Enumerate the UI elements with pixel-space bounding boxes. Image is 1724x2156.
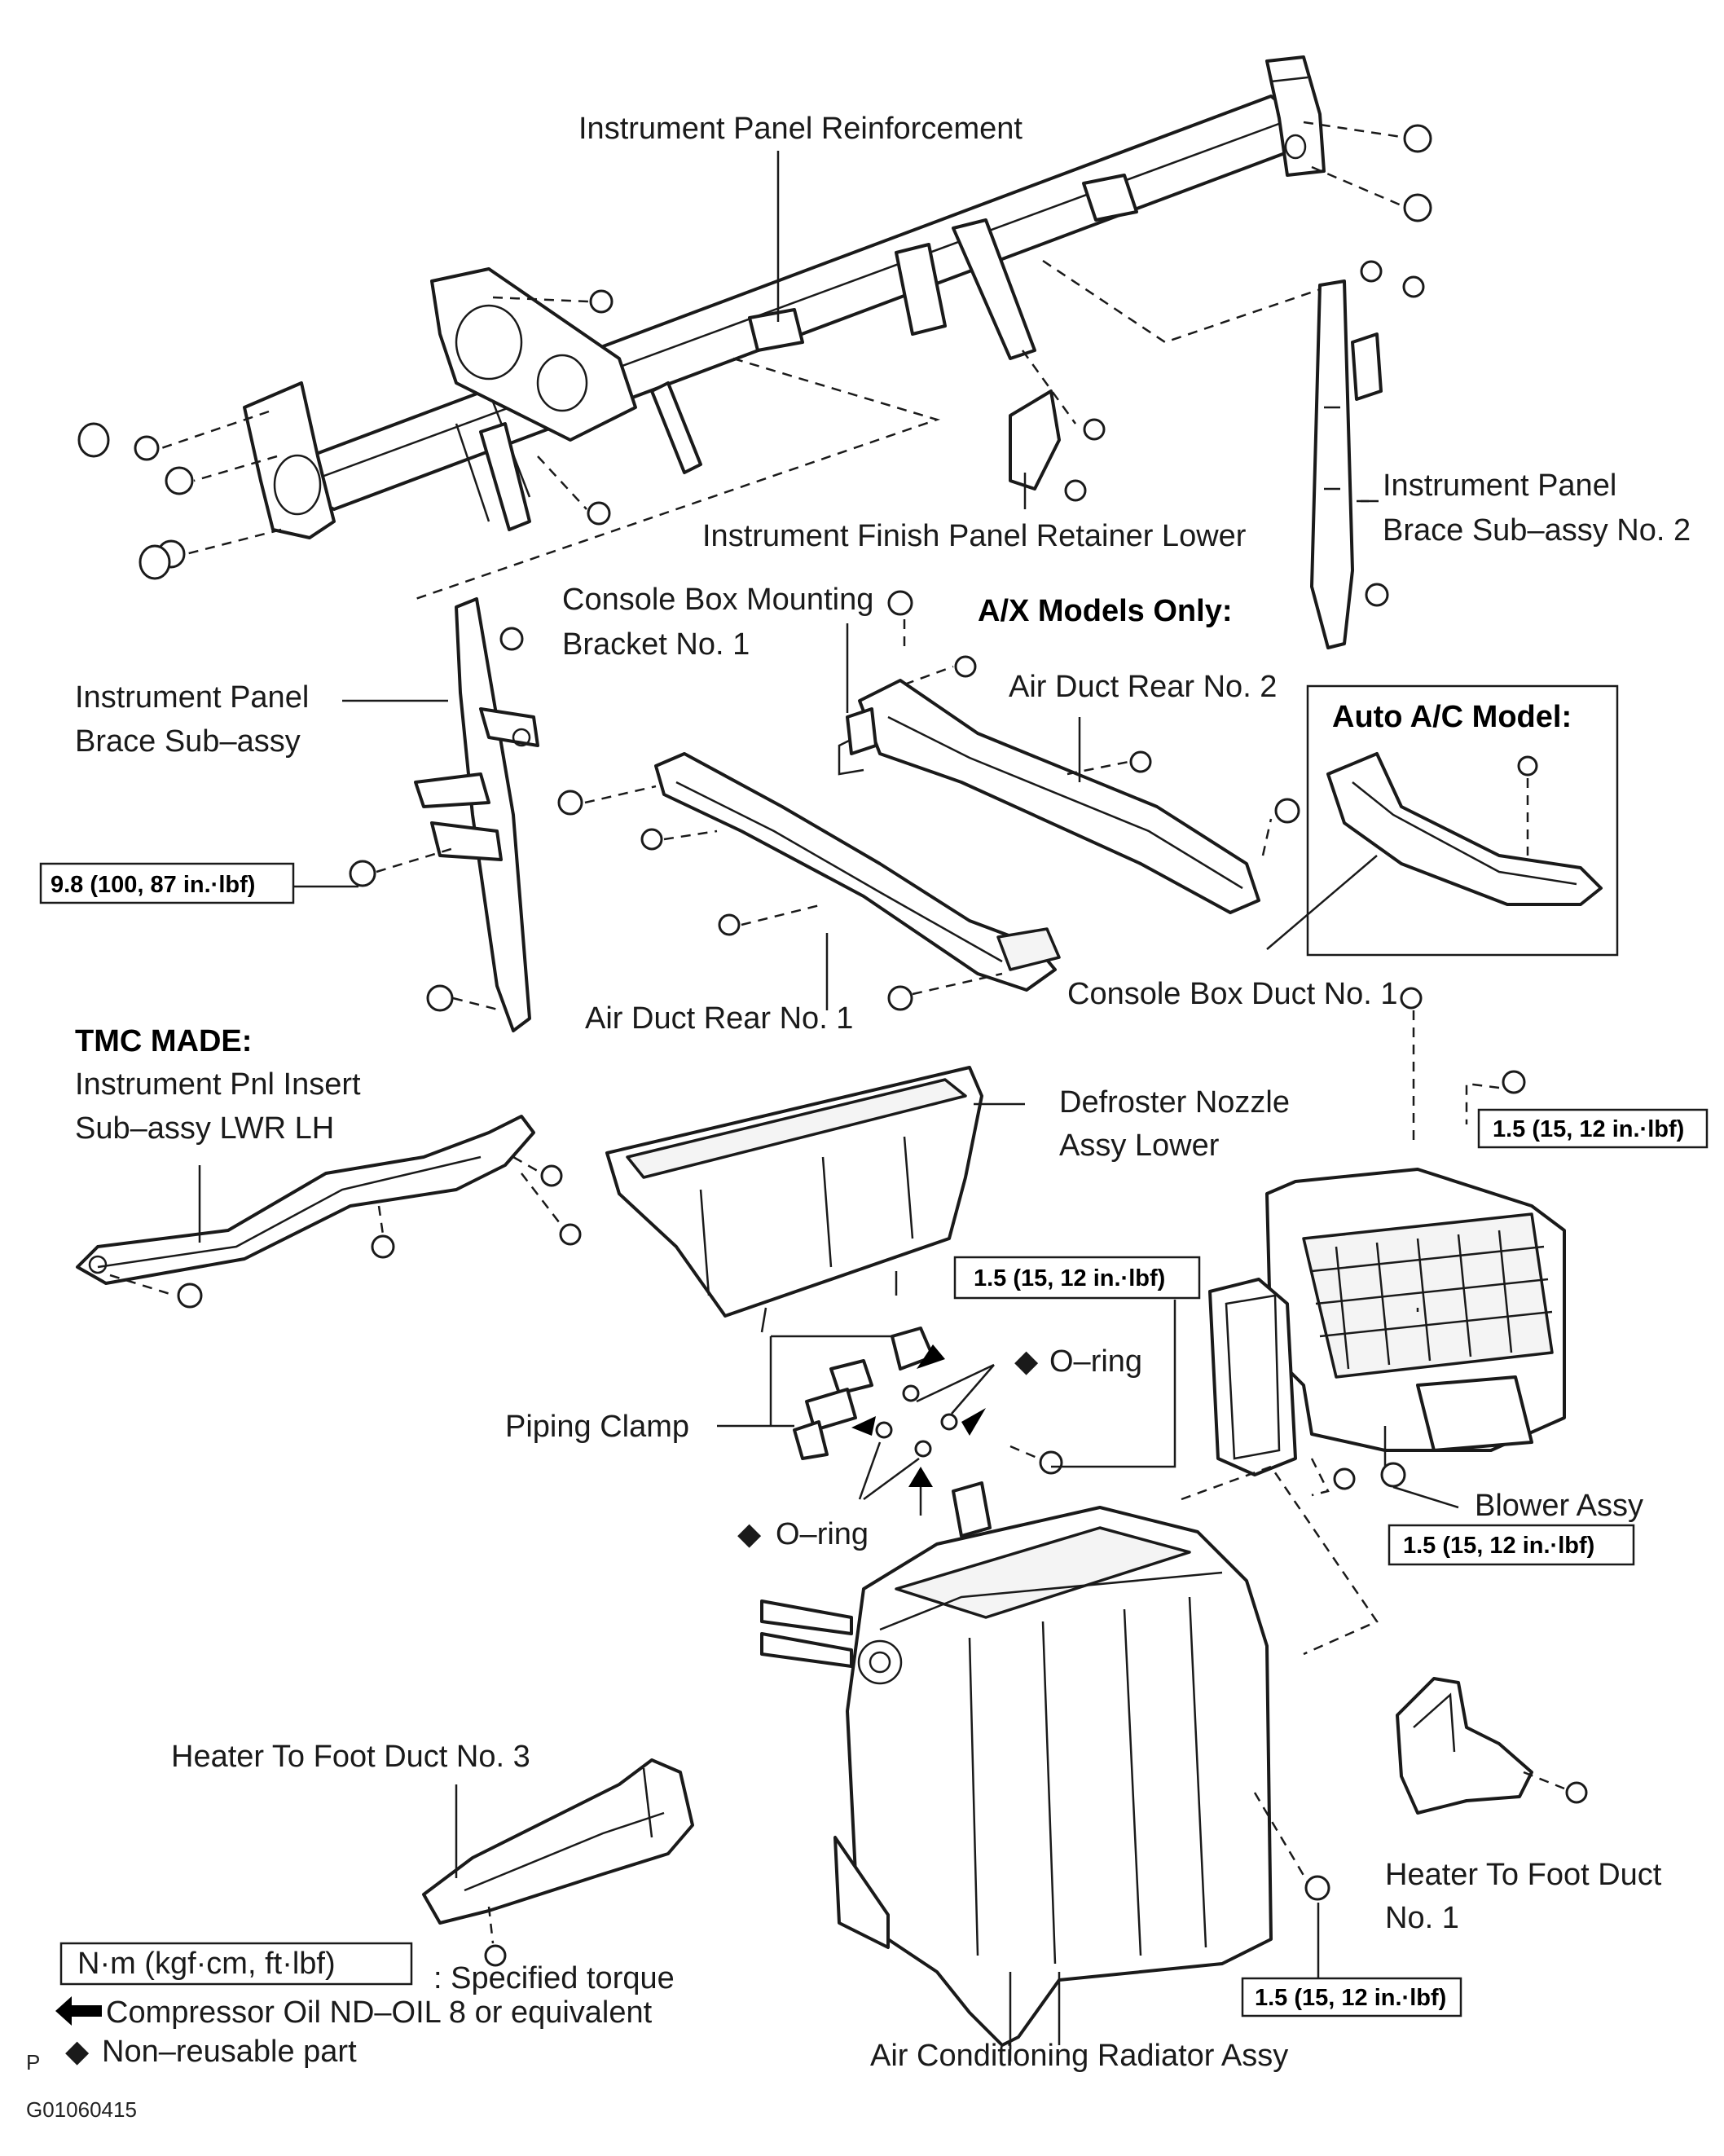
label-foot-duct3: Heater To Foot Duct No. 3	[171, 1740, 530, 1774]
page-letter: P	[26, 2050, 40, 2075]
label-finish-panel-retainer: Instrument Finish Panel Retainer Lower	[702, 519, 1247, 553]
label-console-box-duct: Console Box Duct No. 1	[1067, 977, 1398, 1011]
instrument-pnl-insert-lwr-lh	[76, 1115, 535, 1285]
label-ip-reinforcement: Instrument Panel Reinforcement	[578, 112, 1023, 146]
torque-blower-bottom-text: 1.5 (15, 12 in.·lbf)	[1403, 1533, 1594, 1559]
label-brace-no2-line2: Brace Sub–assy No. 2	[1383, 513, 1691, 548]
instrument-panel-reinforcement	[243, 55, 1326, 539]
label-duct-rear-no1: Air Duct Rear No. 1	[585, 1001, 853, 1036]
label-console-bracket-line2: Bracket No. 1	[562, 627, 750, 662]
label-foot-duct1-line1: Heater To Foot Duct	[1385, 1858, 1662, 1892]
figure-id: G01060415	[26, 2097, 137, 2122]
legend-diamond-icon: ◆	[65, 2035, 90, 2069]
blower-assy	[1181, 987, 1566, 1656]
instrument-panel-brace	[414, 597, 539, 1032]
label-auto-ac-model: Auto A/C Model:	[1332, 700, 1572, 734]
torque-piping-text: 1.5 (15, 12 in.·lbf)	[974, 1265, 1165, 1291]
instrument-finish-panel-retainer-lower	[1009, 389, 1061, 509]
label-insert-line2: Sub–assy LWR LH	[75, 1111, 334, 1146]
heater-to-foot-duct-no1	[1396, 1677, 1588, 1815]
torque-box-blower-bottom: 1.5 (15, 12 in.·lbf)	[1388, 1524, 1635, 1566]
label-brace-no2-line1: Instrument Panel	[1383, 469, 1616, 503]
label-leaders	[198, 151, 1419, 1984]
legend-arrow-icon	[55, 1996, 102, 2026]
compressor-oil-arrows	[851, 1344, 986, 1516]
legend-specified-torque: : Specified torque	[433, 1961, 675, 1995]
insert-bolts	[109, 1155, 582, 1309]
torque-blower-top-text: 1.5 (15, 12 in.·lbf)	[1493, 1116, 1684, 1142]
label-defroster-line2: Assy Lower	[1059, 1129, 1220, 1163]
reinforcement-bolts	[77, 124, 1432, 607]
torque-brace-text: 9.8 (100, 87 in.·lbf)	[51, 872, 255, 898]
torque-box-piping: 1.5 (15, 12 in.·lbf)	[953, 1256, 1201, 1300]
label-ax-models: A/X Models Only:	[978, 594, 1232, 628]
label-blower-assy: Blower Assy	[1475, 1489, 1643, 1523]
console-box-mounting-bracket-no1	[846, 707, 877, 755]
instrument-panel-brace-no2	[1310, 279, 1383, 649]
label-piping-clamp: Piping Clamp	[505, 1410, 689, 1444]
legend: N·m (kgf·cm, ft·lbf) : Specified torque …	[55, 1942, 675, 2069]
console-duct-bolts	[887, 590, 1300, 856]
label-radiator-assy: Air Conditioning Radiator Assy	[870, 2039, 1288, 2073]
label-foot-duct1-line2: No. 1	[1385, 1901, 1459, 1935]
label-tmc-made: TMC MADE:	[75, 1024, 252, 1058]
label-oring-diamond-left: ◆	[737, 1517, 762, 1551]
torque-radiator-text: 1.5 (15, 12 in.·lbf)	[1255, 1985, 1446, 2011]
label-insert-line1: Instrument Pnl Insert	[75, 1067, 361, 1102]
legend-non-reusable: Non–reusable part	[102, 2035, 357, 2069]
legend-compressor-oil: Compressor Oil ND–OIL 8 or equivalent	[106, 1995, 653, 2030]
label-oring-left: O–ring	[776, 1517, 869, 1551]
auto-ac-model-box	[1266, 684, 1619, 957]
defroster-nozzle-assy-lower	[605, 1066, 1025, 1333]
legend-unit-box: N·m (kgf·cm, ft·lbf)	[77, 1947, 336, 1981]
label-oring-diamond-right: ◆	[1014, 1344, 1039, 1379]
piping-clamp-group	[717, 1327, 995, 1501]
torque-box-brace: 9.8 (100, 87 in.·lbf)	[39, 862, 295, 904]
duct-rear-no1-bolts	[557, 785, 1003, 1011]
label-defroster-line1: Defroster Nozzle	[1059, 1085, 1290, 1120]
reinforcement-dashed-leaders	[161, 121, 1402, 601]
torque-box-radiator: 1.5 (15, 12 in.·lbf)	[1241, 1977, 1462, 2017]
label-brace-line1: Instrument Panel	[75, 680, 309, 715]
air-conditioning-radiator-assy	[760, 1445, 1330, 2061]
heater-to-foot-duct-no3	[422, 1758, 694, 1967]
air-duct-rear-no1	[654, 752, 1061, 992]
label-console-bracket-line1: Console Box Mounting	[562, 583, 873, 617]
torque-box-blower-top: 1.5 (15, 12 in.·lbf)	[1477, 1108, 1709, 1149]
label-brace-line2: Brace Sub–assy	[75, 724, 301, 759]
label-oring-right: O–ring	[1049, 1344, 1142, 1379]
label-duct-rear-no2: Air Duct Rear No. 2	[1009, 670, 1277, 704]
brace-bolts	[349, 627, 524, 1012]
